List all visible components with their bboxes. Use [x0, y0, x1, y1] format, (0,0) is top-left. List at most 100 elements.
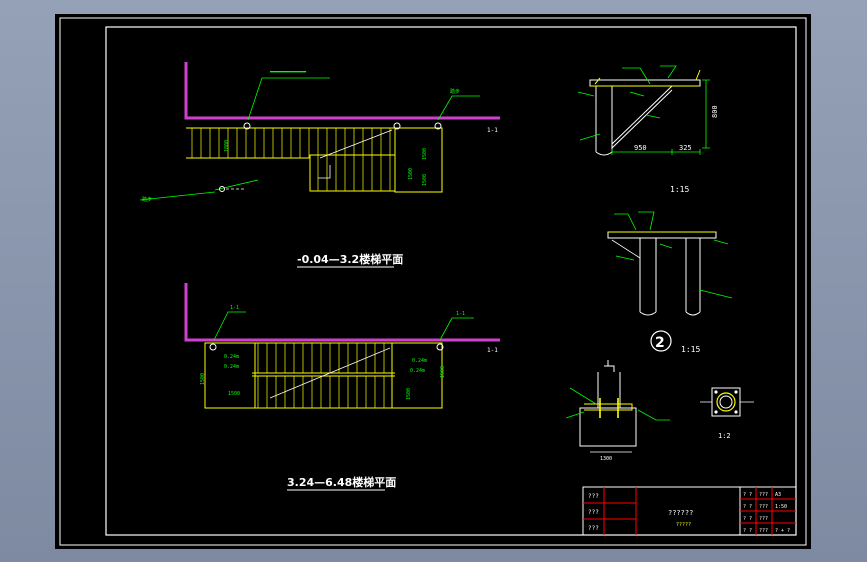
- dim-text: 0.24m: [410, 368, 425, 374]
- drawing-subtitle: ?????: [676, 522, 691, 528]
- tick: [695, 69, 701, 81]
- title-label: ? ?: [743, 492, 752, 498]
- section-mark: 1-1: [487, 127, 498, 134]
- brace: [611, 85, 673, 145]
- leader-line: [713, 239, 729, 245]
- dim-text: 1800: [224, 140, 230, 152]
- dim-text: 325: [679, 144, 692, 152]
- wall-bottom: [184, 283, 500, 342]
- title-label: ? ?: [743, 504, 752, 510]
- title-label: ? ?: [743, 516, 752, 522]
- scale-label: 1:15: [681, 345, 700, 354]
- break-mark: [639, 311, 701, 316]
- inner-border: [105, 26, 797, 536]
- section-detail-1: 950 325 800 1:15: [577, 65, 719, 194]
- treads-top-lower: [317, 158, 391, 191]
- room-box-top: [394, 127, 443, 193]
- leader-line: [614, 213, 637, 231]
- dim-text: 1500: [228, 391, 240, 397]
- dim-text: 0.24m: [412, 358, 427, 364]
- section-callout-circle: [650, 330, 672, 352]
- title-value: ???: [759, 516, 768, 522]
- dim-text: 1500: [422, 174, 428, 186]
- dim-text: 0.24m: [224, 354, 239, 360]
- title-label: ???: [588, 493, 599, 500]
- dim-text: 1500: [422, 148, 428, 160]
- note-text: 踏步: [450, 88, 460, 95]
- leader-line: [699, 289, 733, 299]
- scale-label: 1:15: [670, 185, 689, 194]
- break-line: [269, 347, 391, 399]
- title-block-cols-left: [603, 487, 637, 535]
- leader-line: [139, 191, 216, 201]
- title-code: 1:50: [775, 504, 787, 510]
- column-marker: [436, 343, 444, 351]
- leader-line: [660, 65, 677, 79]
- section-detail-2: 2 1:15: [607, 211, 733, 354]
- note-text: 1-1: [230, 305, 239, 311]
- leader-line: [629, 91, 645, 97]
- dim-text: 1500: [408, 168, 414, 180]
- leader-line: [213, 311, 246, 341]
- footing: [579, 407, 637, 447]
- leader-line: [565, 411, 585, 419]
- leader-line: [437, 95, 480, 121]
- title-label: ? ?: [743, 528, 752, 534]
- leader-line: [247, 77, 330, 121]
- stair-plan-bottom: 1-1 1-1 1-1 0.24m 0.24m 0.24m 0.24m 1500…: [184, 283, 500, 491]
- wall-top: [184, 62, 500, 120]
- title-block-cols-right: [755, 487, 773, 535]
- note-text: 1-1: [456, 311, 465, 317]
- brace: [611, 89, 673, 149]
- title-value: ???: [759, 492, 768, 498]
- bracket: [611, 239, 641, 259]
- title-label: ???: [588, 525, 599, 532]
- break-line: [319, 129, 393, 159]
- leader-line: [615, 255, 635, 261]
- posts: [639, 238, 701, 312]
- direction-arrow: [318, 165, 331, 179]
- dim-text: 1500: [200, 373, 206, 385]
- leader-line: [659, 243, 673, 249]
- leader-line: [214, 179, 259, 191]
- section-number: 2: [655, 335, 665, 351]
- title-label: ???: [588, 509, 599, 516]
- base-plate-detail: 1300 1:2: [565, 360, 754, 462]
- plan-title-top: -0.04—3.2楼梯平面: [297, 252, 403, 266]
- leader-line: [439, 317, 474, 341]
- column-marker: [219, 186, 225, 192]
- pipe-section: [716, 392, 736, 412]
- note-text: ▬▬▬▬▬▬▬▬▬▬▬▬: [270, 69, 306, 75]
- title-value: ???: [759, 528, 768, 534]
- column-marker: [393, 122, 401, 130]
- post: [595, 86, 613, 152]
- dim-text: 1500: [406, 388, 412, 400]
- drawing-title: ??????: [668, 509, 693, 517]
- stair-plan-top: ▬▬▬▬▬▬▬▬▬▬▬▬ 踏步 1-1 踏步 1800 1500 1500 15…: [139, 62, 500, 268]
- title-block: ??? ??? ??? ?????? ????? ? ? ? ? ? ? ? ?…: [582, 486, 797, 536]
- treads-bottom-lower: [257, 376, 385, 408]
- note-text: 踏步: [142, 196, 152, 203]
- column-cap: [604, 365, 615, 372]
- scale-label: 1:2: [718, 432, 731, 440]
- treads-bottom-upper: [257, 343, 385, 373]
- dimension-ticks: [611, 149, 701, 155]
- column-marker: [243, 122, 251, 130]
- leader-line: [645, 114, 661, 119]
- dim-text: 950: [634, 144, 647, 152]
- bolt-hole: [734, 390, 738, 394]
- bolt-hole: [734, 410, 738, 414]
- column-marker: [209, 343, 217, 351]
- dim-text: 0.24m: [224, 364, 239, 370]
- dimension-ticks: [702, 79, 710, 149]
- leader-line: [569, 387, 597, 405]
- tick: [594, 77, 601, 85]
- anchor-bolts: [599, 398, 619, 418]
- title-value: ???: [759, 504, 768, 510]
- bolt-hole: [714, 390, 718, 394]
- leader-line: [579, 133, 601, 141]
- dim-text: 1300: [600, 456, 612, 462]
- bolt-hole: [714, 410, 718, 414]
- treads-top-upper: [191, 128, 391, 158]
